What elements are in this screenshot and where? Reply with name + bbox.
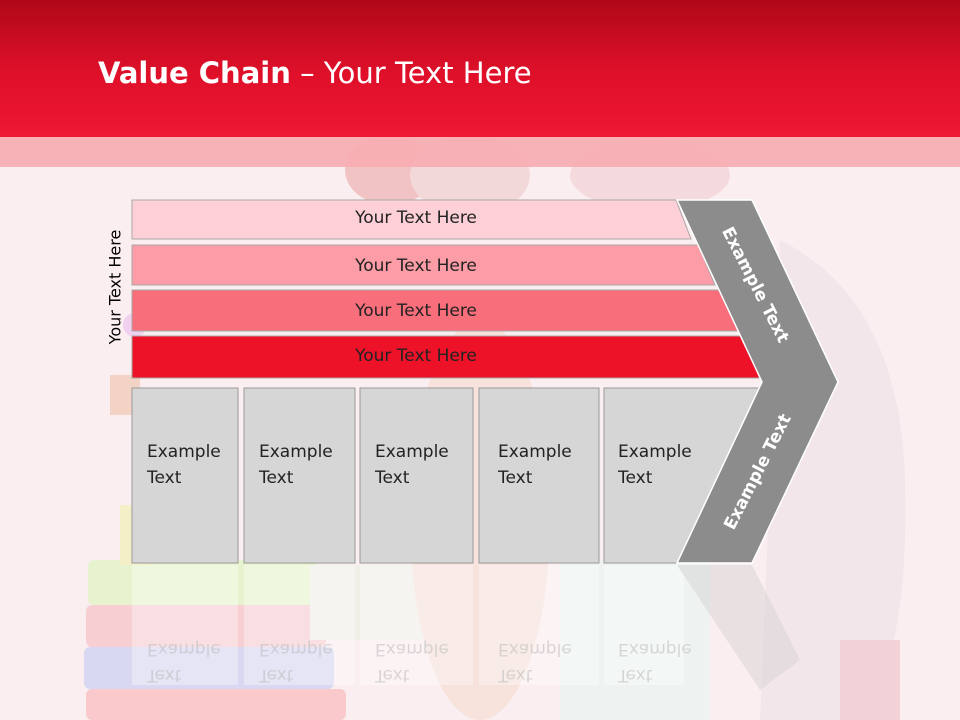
box-1-shape: [131, 387, 239, 564]
bar-2-label: Your Text Here: [355, 256, 477, 276]
slide-title: Value Chain – Your Text Here: [98, 56, 532, 90]
box-4-shape: [478, 387, 600, 564]
title-rest: – Your Text Here: [290, 56, 532, 90]
header-band: [0, 137, 960, 167]
box-2-shape: [243, 387, 356, 564]
bar-2-shape: [131, 244, 716, 286]
chevron-shape: [675, 199, 839, 564]
bar-1-label: Your Text Here: [355, 208, 477, 228]
bar-4-label: Your Text Here: [355, 346, 477, 366]
title-bold: Value Chain: [98, 56, 291, 90]
bar-1-shape: [131, 199, 692, 240]
box-3-shape: [359, 387, 474, 564]
header-bar: [0, 0, 960, 137]
bar-3-label: Your Text Here: [355, 301, 477, 321]
